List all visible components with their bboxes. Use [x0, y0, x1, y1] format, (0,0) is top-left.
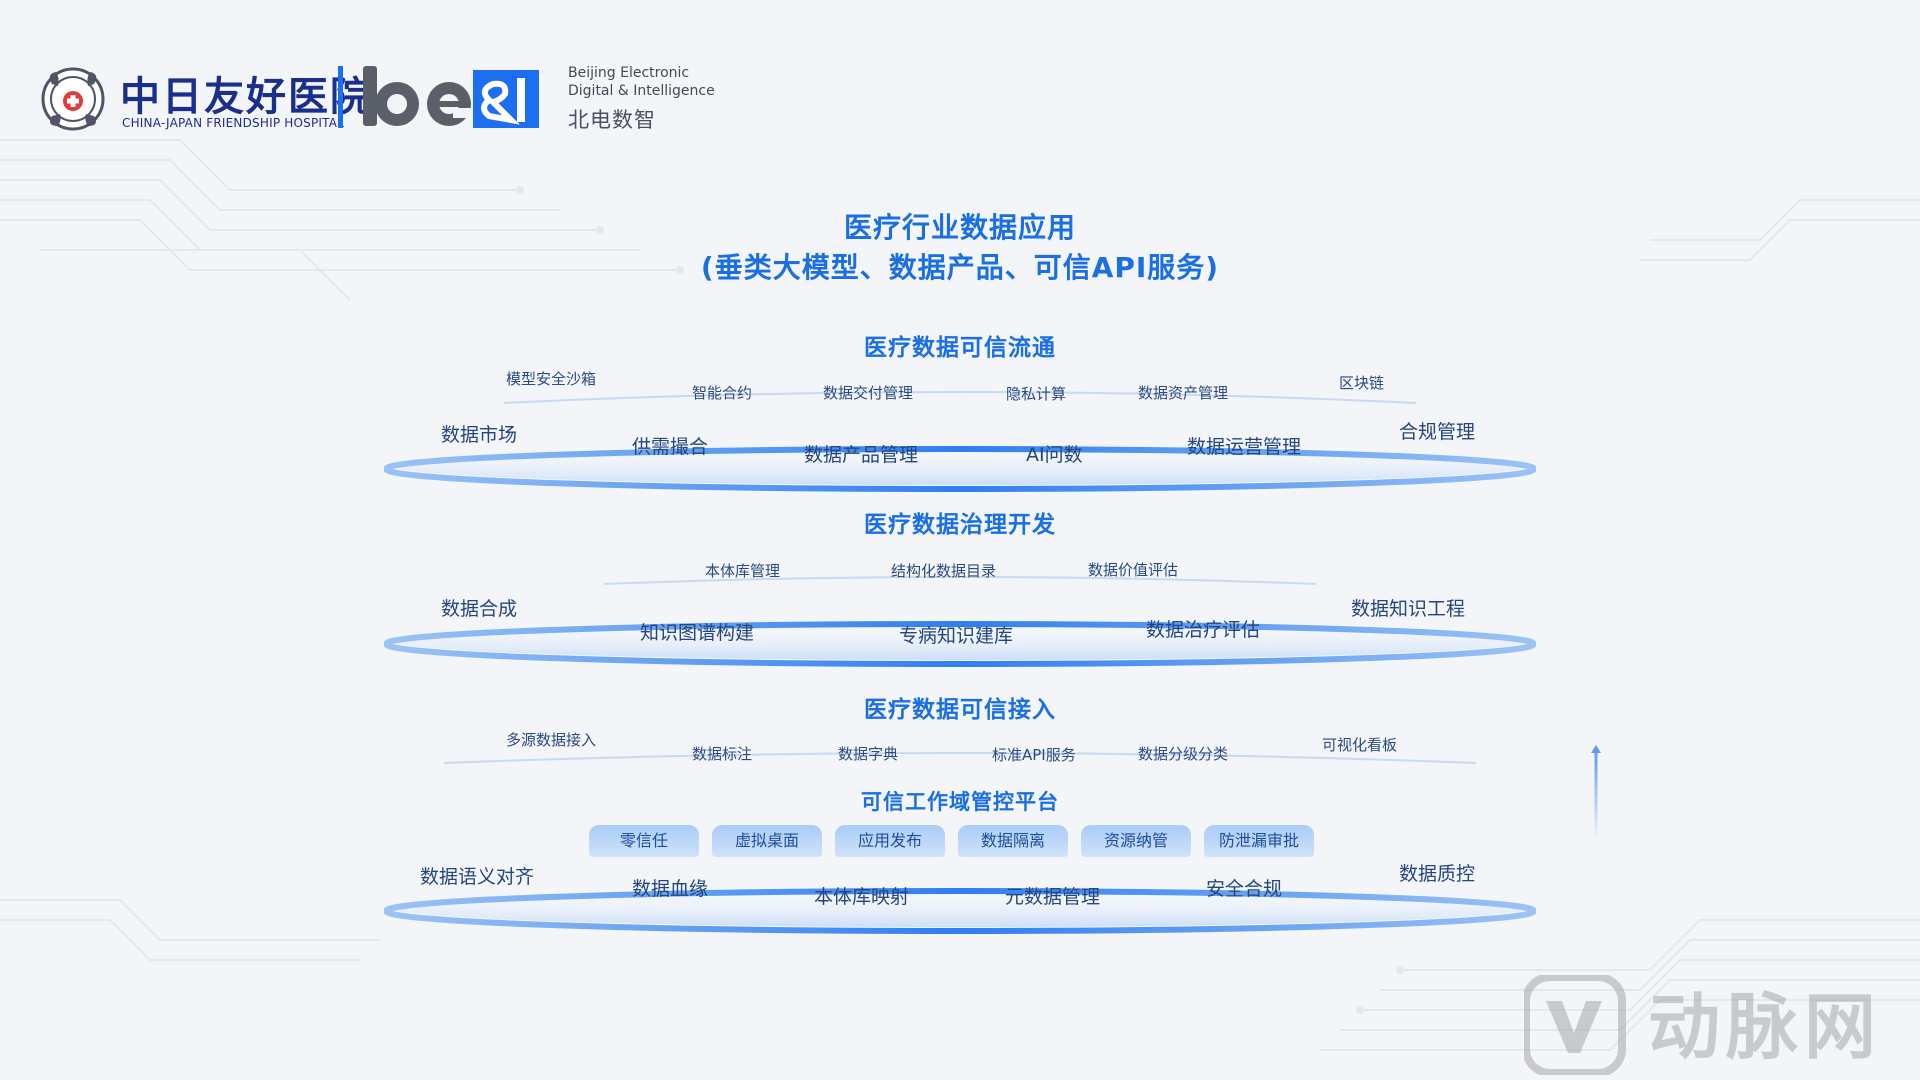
label-data-annotation: 数据标注 — [692, 745, 753, 763]
hospital-name-en: CHINA-JAPAN FRIENDSHIP HOSPITAL — [122, 116, 345, 130]
label-multi-source-access: 多源数据接入 — [506, 731, 597, 749]
page-title: 医疗行业数据应用 (垂类大模型、数据产品、可信API服务) — [660, 208, 1260, 288]
chip-leak-approval: 防泄漏审批 — [1204, 825, 1314, 857]
bedi-name-en-line2: Digital & Intelligence — [568, 83, 715, 99]
layer-title-platform: 可信工作域管控平台 — [861, 790, 1059, 814]
hospital-emblem-icon — [41, 67, 105, 131]
label-structured-catalog: 结构化数据目录 — [891, 562, 997, 580]
label-data-lineage: 数据血缘 — [632, 878, 709, 900]
label-semantic-alignment: 数据语义对齐 — [420, 866, 535, 888]
label-standard-api: 标准API服务 — [992, 746, 1076, 764]
layer-title-access: 医疗数据可信接入 — [864, 697, 1056, 723]
label-blockchain: 区块链 — [1339, 374, 1385, 392]
label-data-product-mgmt: 数据产品管理 — [804, 444, 919, 466]
label-visual-dashboard: 可视化看板 — [1322, 736, 1398, 754]
label-data-ops-mgmt: 数据运营管理 — [1187, 436, 1302, 458]
logo-divider — [338, 66, 343, 128]
label-data-knowledge-eng: 数据知识工程 — [1351, 598, 1466, 620]
label-data-quality: 数据质控 — [1399, 863, 1476, 885]
label-metadata-mgmt: 元数据管理 — [1005, 886, 1101, 908]
layer-disc-governance — [384, 576, 1536, 667]
bedi-logo-icon — [363, 66, 539, 128]
header-logos: 中日友好医院 CHINA-JAPAN FRIENDSHIP HOSPITAL B… — [38, 58, 738, 138]
hospital-name-cn: 中日友好医院 — [120, 73, 372, 120]
bedi-name-en-line1: Beijing Electronic — [568, 65, 690, 81]
label-data-market: 数据市场 — [441, 424, 518, 446]
chip-data-isolation: 数据隔离 — [958, 825, 1068, 857]
up-arrow-icon — [1591, 745, 1601, 840]
watermark-text: 动脉网 — [1648, 985, 1883, 1069]
layer-title-governance: 医疗数据治理开发 — [864, 512, 1056, 538]
bedi-text-block: Beijing Electronic Digital & Intelligenc… — [568, 64, 715, 134]
chip-virtual-desktop: 虚拟桌面 — [712, 825, 822, 857]
label-security-compliance: 安全合规 — [1206, 878, 1283, 900]
label-data-delivery: 数据交付管理 — [823, 384, 914, 402]
label-supply-demand: 供需撮合 — [632, 436, 709, 458]
bedi-name-cn: 北电数智 — [568, 108, 656, 132]
label-data-value-eval: 数据价值评估 — [1088, 561, 1179, 579]
label-smart-contract: 智能合约 — [692, 384, 753, 402]
chip-resource-mgmt: 资源纳管 — [1081, 825, 1191, 857]
page-title-line2: (垂类大模型、数据产品、可信API服务) — [700, 251, 1220, 284]
chip-zero-trust: 零信任 — [589, 825, 699, 857]
watermark-logo-icon — [1524, 975, 1626, 1075]
label-model-sandbox: 模型安全沙箱 — [506, 370, 597, 388]
label-ontology-mgmt: 本体库管理 — [705, 562, 781, 580]
layer-disc-platform — [384, 887, 1536, 934]
layer-arc-access — [443, 752, 1477, 764]
chip-app-publish: 应用发布 — [835, 825, 945, 857]
label-data-classification: 数据分级分类 — [1138, 745, 1229, 763]
label-data-synthesis: 数据合成 — [441, 598, 518, 620]
layer-title-circulation: 医疗数据可信流通 — [864, 335, 1056, 361]
label-ai-query: AI问数 — [1026, 444, 1083, 466]
label-knowledge-graph: 知识图谱构建 — [640, 622, 755, 644]
label-ontology-mapping: 本体库映射 — [814, 886, 910, 908]
label-data-treatment-eval: 数据治疗评估 — [1146, 619, 1261, 641]
label-disease-kb: 专病知识建库 — [899, 625, 1014, 647]
label-data-asset-mgmt: 数据资产管理 — [1138, 384, 1229, 402]
label-compliance-mgmt: 合规管理 — [1399, 421, 1476, 443]
layer-disc-circulation — [384, 391, 1536, 492]
page-title-line1: 医疗行业数据应用 — [843, 211, 1076, 244]
label-data-dictionary: 数据字典 — [838, 745, 899, 763]
label-privacy-compute: 隐私计算 — [1006, 385, 1067, 403]
